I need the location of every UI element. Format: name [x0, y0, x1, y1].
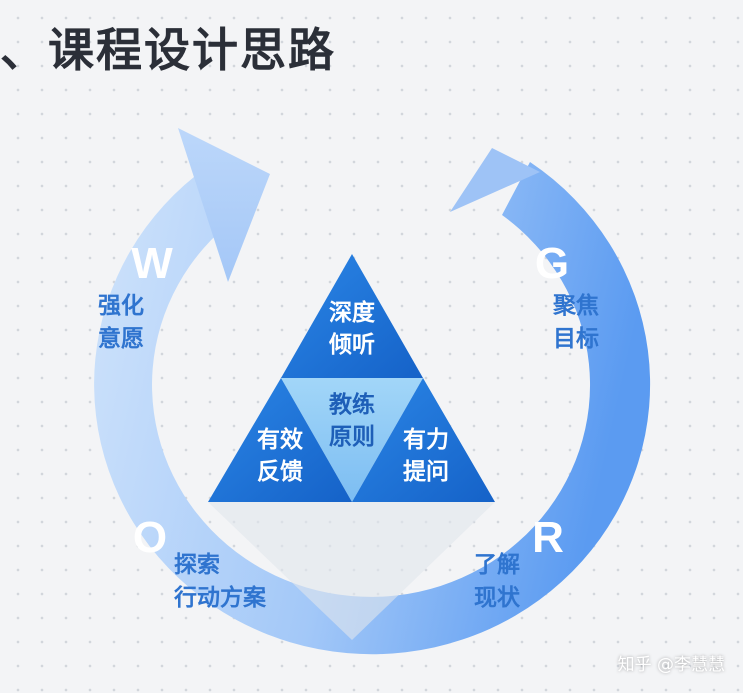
triangle-right-line1: 有力	[403, 426, 449, 453]
triangle-center-line2: 原则	[329, 424, 375, 450]
stage-g-letter: G	[535, 239, 569, 288]
triangle-top-line1: 深度	[329, 299, 376, 326]
page-title: 、课程设计思路	[0, 23, 336, 77]
stage-o-label-line1: 探索	[174, 552, 220, 578]
triangle-right-line2: 提问	[403, 458, 449, 485]
stage-r-label-line1: 了解	[474, 551, 520, 578]
watermark: 知乎 @李慧慧	[617, 655, 725, 675]
triangle-left-line2: 反馈	[257, 458, 303, 485]
triangle-center	[281, 378, 423, 502]
triangle-right	[352, 378, 495, 502]
stage-w-letter: W	[131, 239, 173, 288]
stage-g-label-line2: 目标	[553, 326, 599, 352]
stage-w-label-line2: 意愿	[98, 325, 144, 352]
triangle-top	[281, 254, 423, 378]
stage-g-label-line1: 聚焦	[552, 292, 599, 319]
stage-w-label-line1: 强化	[98, 292, 144, 319]
triangle-left	[208, 378, 352, 502]
triangle-left-line1: 有效	[257, 426, 303, 453]
stage-r-letter: R	[532, 513, 564, 562]
stage-o-label-line2: 行动方案	[173, 584, 267, 611]
stage-o-letter: O	[133, 513, 167, 562]
triangle-reflection	[208, 502, 495, 640]
triangle-center-line1: 教练	[329, 391, 375, 418]
arrow-head-left	[178, 128, 270, 282]
stage-r-label-line2: 现状	[474, 584, 521, 611]
arrow-head-right	[450, 148, 540, 212]
triangle-top-line2: 倾听	[328, 332, 375, 358]
